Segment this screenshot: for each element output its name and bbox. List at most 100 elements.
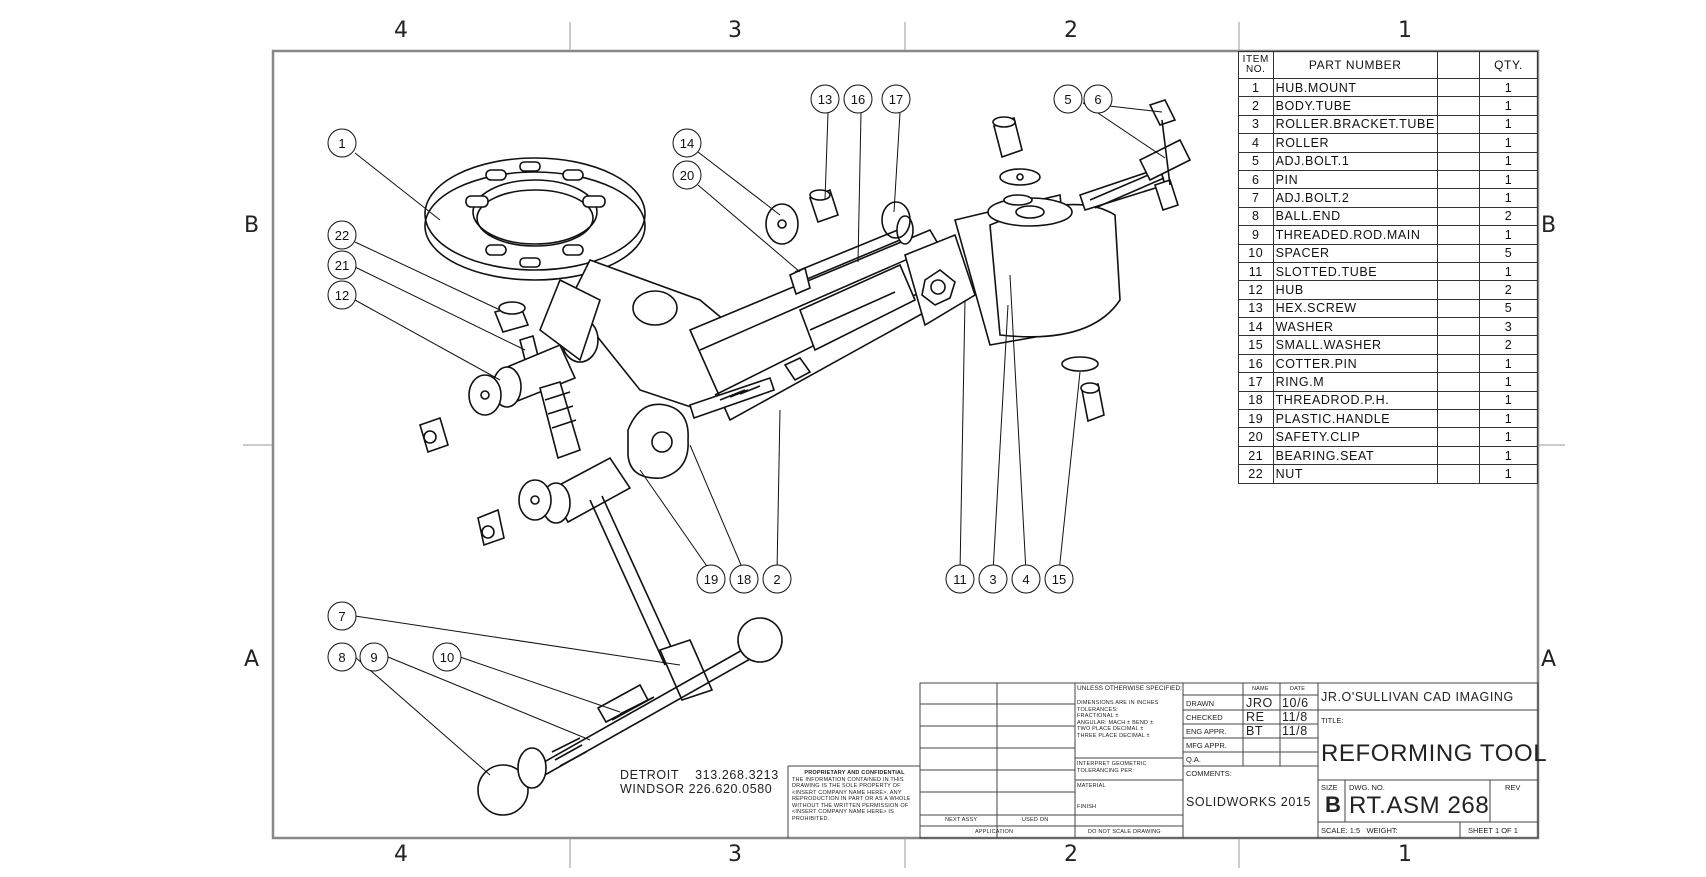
balloon-label: 4 [1022, 572, 1029, 587]
bom-cell-qty: 1 [1479, 133, 1538, 153]
bom-cell-part: ROLLER [1272, 133, 1438, 153]
bom-cell-item: 5 [1238, 151, 1274, 171]
balloon-6 [1083, 84, 1113, 114]
do-not-scale-label: DO NOT SCALE DRAWING [1088, 829, 1161, 835]
bom-cell-qty: 2 [1479, 280, 1538, 300]
interpret-note: TOLERANCING PER: [1077, 767, 1135, 774]
bom-cell-item: 9 [1238, 225, 1274, 245]
proprietary-line: THE INFORMATION CONTAINED IN THIS [792, 776, 904, 783]
bom-cell-part: THREADROD.P.H. [1272, 390, 1438, 411]
approval-qa-label: Q.A. [1186, 755, 1202, 764]
bom-cell-blank [1436, 188, 1481, 208]
bom-cell-item: 21 [1238, 445, 1274, 466]
balloon-2 [762, 564, 792, 594]
bom-cell-item: 1 [1238, 77, 1274, 98]
balloon-8 [327, 642, 357, 672]
bom-cell-part: BALL.END [1272, 206, 1438, 227]
bom-header-row: ITEM NO. PART NUMBER QTY. [1238, 51, 1538, 79]
proprietary-line: PROHIBITED. [792, 815, 830, 822]
bom-cell-item: 16 [1238, 353, 1274, 374]
bom-cell-item: 8 [1238, 206, 1274, 227]
balloon-17 [881, 84, 911, 114]
body-tube [688, 228, 967, 422]
approval-checked-date: 11/8 [1282, 710, 1308, 724]
name-header: NAME [1252, 686, 1269, 692]
bom-cell-blank [1436, 169, 1481, 190]
bom-cell-blank [1436, 206, 1481, 227]
bom-cell-blank [1436, 298, 1481, 319]
balloon-label: 17 [889, 92, 903, 107]
bom-header-blank [1436, 51, 1481, 79]
dimension-notes: DIMENSIONS ARE IN INCHES TOLERANCES: FRA… [1077, 700, 1159, 739]
bom-cell-blank [1436, 96, 1481, 116]
bom-cell-qty: 1 [1479, 427, 1538, 447]
bom-cell-blank [1436, 77, 1481, 98]
balloon-label: 7 [338, 609, 345, 624]
bom-cell-item: 6 [1238, 169, 1274, 190]
bom-cell-blank [1436, 261, 1481, 282]
bom-cell-item: 19 [1238, 409, 1274, 429]
bom-cell-qty: 1 [1479, 353, 1538, 374]
proprietary-line: DRAWING IS THE SOLE PROPERTY OF [792, 783, 901, 789]
date-header: DATE [1290, 686, 1306, 692]
bom-cell-qty: 1 [1479, 261, 1538, 282]
balloon-3 [978, 564, 1008, 594]
bom-cell-blank [1436, 243, 1481, 263]
zone-row-b-left: B [244, 213, 260, 238]
zone-col-4-bottom: 4 [394, 842, 408, 867]
balloon-label: 8 [338, 650, 345, 665]
balloon-label: 22 [335, 228, 349, 243]
bom-cell-item: 7 [1238, 188, 1274, 208]
title-block-grid [787, 682, 1539, 839]
bom-cell-blank [1436, 114, 1481, 135]
balloon-labels: 1 22 21 12 14 20 13 16 17 5 6 19 18 2 11… [335, 92, 1102, 665]
bom-cell-item: 11 [1238, 261, 1274, 282]
bom-cell-qty: 1 [1479, 188, 1538, 208]
drawing-number: RT.ASM 268 [1349, 792, 1490, 819]
balloon-15 [1044, 564, 1074, 594]
balloon-label: 14 [680, 136, 694, 151]
bom-header-qty: QTY. [1479, 51, 1538, 79]
balloon-label: 1 [338, 136, 345, 151]
bom-cell-part: RING.M [1272, 372, 1438, 392]
balloon-5 [1053, 84, 1083, 114]
adj-bolt-1 [1089, 99, 1192, 212]
balloon-18 [729, 564, 759, 594]
bom-cell-item: 22 [1238, 464, 1274, 484]
software-label: SOLIDWORKS 2015 [1186, 795, 1312, 809]
proprietary-line: WITHOUT THE WRITTEN PERMISSION OF [792, 802, 909, 809]
bom-cell-blank [1436, 317, 1481, 337]
bom-cell-blank [1436, 445, 1481, 466]
size-label: SIZE [1321, 783, 1338, 792]
bom-cell-part: SLOTTED.TUBE [1272, 261, 1438, 282]
bom-cell-qty: 1 [1479, 409, 1538, 429]
balloon-1 [327, 128, 357, 158]
bom-cell-qty: 1 [1479, 169, 1538, 190]
washer-pin-ring [765, 201, 914, 296]
bom-cell-qty: 3 [1479, 317, 1538, 337]
approval-checked-label: CHECKED [1186, 713, 1223, 722]
nut-bearing-hub [468, 301, 632, 524]
bom-cell-qty: 1 [1479, 77, 1538, 98]
balloon-label: 15 [1052, 572, 1066, 587]
bom-cell-qty: 1 [1479, 225, 1538, 245]
bom-header-item-no: ITEM NO. [1238, 51, 1274, 79]
bom-cell-qty: 1 [1479, 372, 1538, 392]
title-label: TITLE: [1321, 716, 1344, 725]
zone-col-4-top: 4 [394, 18, 408, 43]
zone-col-1-bottom: 1 [1398, 842, 1412, 867]
bom-cell-part: ADJ.BOLT.2 [1272, 188, 1438, 208]
balloon-label: 21 [335, 258, 349, 273]
zone-col-3-top: 3 [728, 18, 742, 43]
approval-checked-name: RE [1246, 710, 1265, 724]
approval-drawn-label: DRAWN [1186, 699, 1215, 708]
dimension-note: DIMENSIONS ARE IN INCHES [1077, 700, 1159, 706]
